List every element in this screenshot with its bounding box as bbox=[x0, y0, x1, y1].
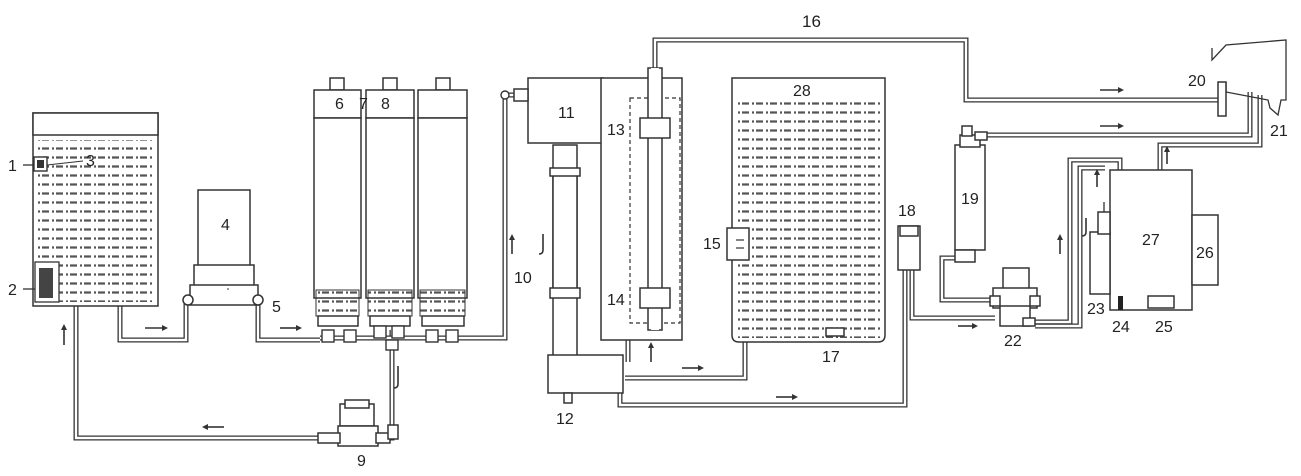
unit-18 bbox=[897, 225, 921, 271]
spout-20 bbox=[1217, 81, 1227, 117]
label-18: 18 bbox=[898, 203, 916, 220]
tower-13-14 bbox=[600, 67, 683, 341]
pipe-network bbox=[73, 37, 1263, 441]
probe-15 bbox=[726, 227, 750, 261]
label-4: 4 bbox=[221, 217, 230, 234]
label-1: 1 bbox=[8, 158, 17, 175]
label-26: 26 bbox=[1196, 245, 1214, 262]
drain-17 bbox=[825, 327, 845, 337]
label-14: 14 bbox=[607, 292, 625, 309]
label-9: 9 bbox=[357, 453, 366, 470]
label-22: 22 bbox=[1004, 333, 1022, 350]
label-2: 2 bbox=[8, 282, 17, 299]
label-21: 21 bbox=[1270, 123, 1288, 140]
cylinder-23 bbox=[1089, 231, 1111, 295]
label-8: 8 bbox=[381, 96, 390, 113]
unit-4 bbox=[182, 189, 264, 306]
arrow-right bbox=[145, 87, 1124, 400]
label-13: 13 bbox=[607, 122, 625, 139]
number-labels: 1 3 2 4 5 6 7 8 9 10 11 12 13 14 15 16 1… bbox=[8, 12, 1288, 470]
panel-25 bbox=[1147, 295, 1175, 309]
unit-27 bbox=[1089, 169, 1219, 311]
label-17: 17 bbox=[822, 349, 840, 366]
label-19: 19 bbox=[961, 191, 979, 208]
label-3: 3 bbox=[86, 153, 95, 170]
label-5: 5 bbox=[272, 299, 281, 316]
filter-7 bbox=[365, 77, 415, 327]
filter-6 bbox=[313, 77, 362, 327]
clamp-13 bbox=[639, 117, 671, 139]
label-27: 27 bbox=[1142, 232, 1160, 249]
arrow-left bbox=[202, 424, 224, 430]
indicator-24 bbox=[1118, 296, 1123, 310]
label-6: 6 bbox=[335, 96, 344, 113]
clamp-14 bbox=[639, 287, 671, 309]
label-20: 20 bbox=[1188, 73, 1206, 90]
label-28: 28 bbox=[793, 83, 811, 100]
tank-28 bbox=[726, 77, 886, 343]
filter-8 bbox=[417, 77, 468, 327]
label-15: 15 bbox=[703, 236, 721, 253]
label-23: 23 bbox=[1087, 301, 1105, 318]
label-25: 25 bbox=[1155, 319, 1173, 336]
label-11: 11 bbox=[558, 105, 575, 122]
tank-3 bbox=[23, 112, 159, 307]
label-16: 16 bbox=[802, 12, 821, 31]
label-7: 7 bbox=[359, 96, 368, 113]
label-10: 10 bbox=[514, 270, 532, 287]
unit-11 bbox=[500, 77, 604, 144]
vessel-21 bbox=[1211, 39, 1287, 117]
unit-26 bbox=[1191, 214, 1219, 286]
pump-9 bbox=[317, 399, 399, 447]
unit-19 bbox=[954, 125, 988, 263]
base-12 bbox=[547, 354, 624, 404]
arrow-down bbox=[393, 218, 1087, 389]
label-12: 12 bbox=[556, 411, 574, 428]
label-24: 24 bbox=[1112, 319, 1130, 336]
filter-cartridges bbox=[313, 77, 468, 351]
flow-arrows bbox=[61, 87, 1170, 430]
pump-22 bbox=[989, 267, 1041, 327]
arrow-up bbox=[61, 146, 1170, 362]
column-10 bbox=[549, 144, 581, 361]
